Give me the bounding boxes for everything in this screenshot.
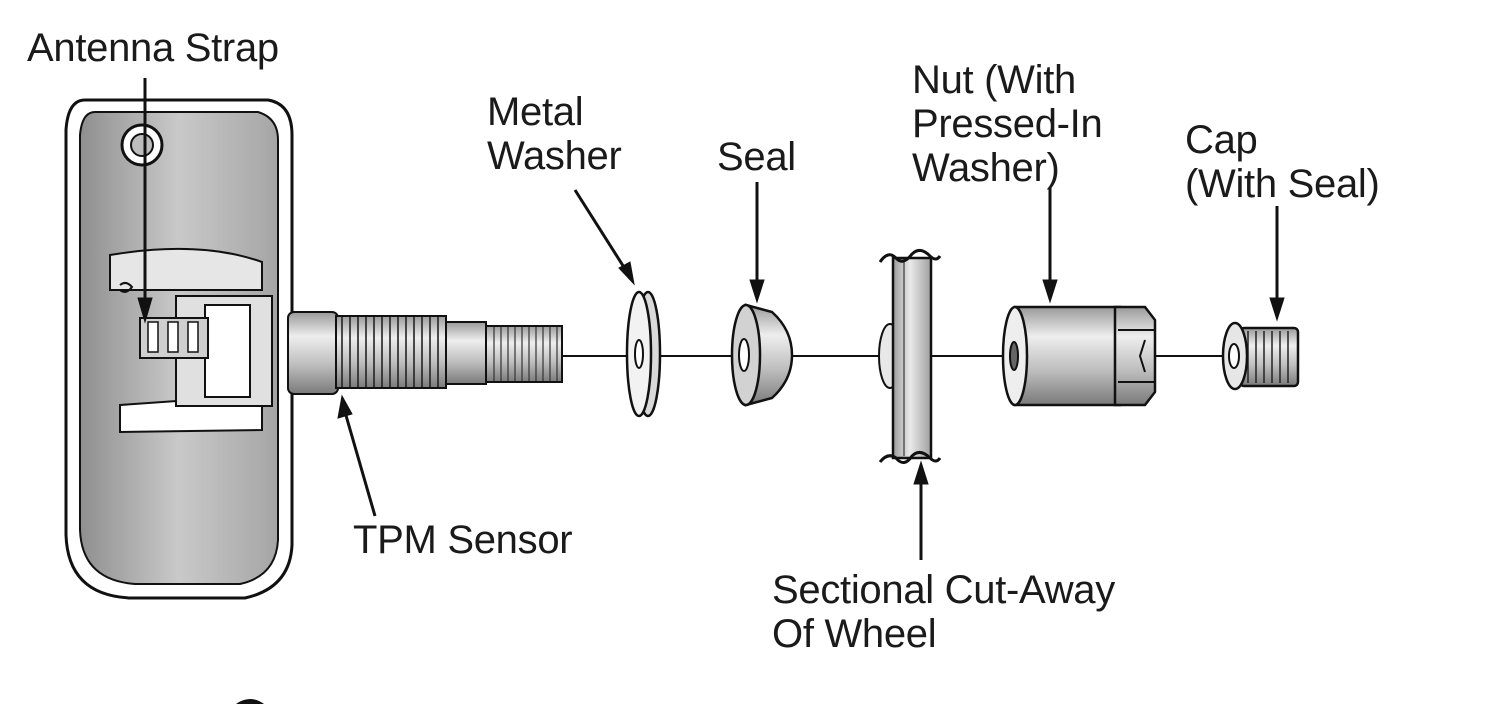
seal [730, 303, 794, 407]
cap [1221, 321, 1300, 391]
label-nut: Nut (With Pressed-In Washer) [912, 58, 1103, 190]
label-cap: Cap (With Seal) [1185, 118, 1380, 206]
tpm-valve-stem [287, 311, 563, 395]
label-antenna-strap: Antenna Strap [27, 26, 279, 70]
nut-arrow [1042, 188, 1058, 304]
label-metal-washer: Metal Washer [487, 90, 622, 178]
wheel-section [878, 249, 942, 464]
seal-arrow [749, 182, 765, 304]
wheel-section-arrow [913, 460, 929, 560]
cap-arrow [1269, 206, 1285, 322]
nut [1001, 305, 1157, 407]
label-seal: Seal [717, 135, 796, 179]
bottom-edge-mark [236, 699, 264, 704]
metal-washer-arrow [573, 189, 635, 286]
tpm-sensor-body [64, 98, 294, 600]
metal-washer [625, 290, 662, 418]
antenna-strap-arrow [137, 78, 153, 324]
tpm-sensor-arrow [337, 394, 377, 517]
label-tpm-sensor: TPM Sensor [353, 518, 573, 562]
label-sectional-wheel: Sectional Cut-Away Of Wheel [772, 568, 1115, 656]
